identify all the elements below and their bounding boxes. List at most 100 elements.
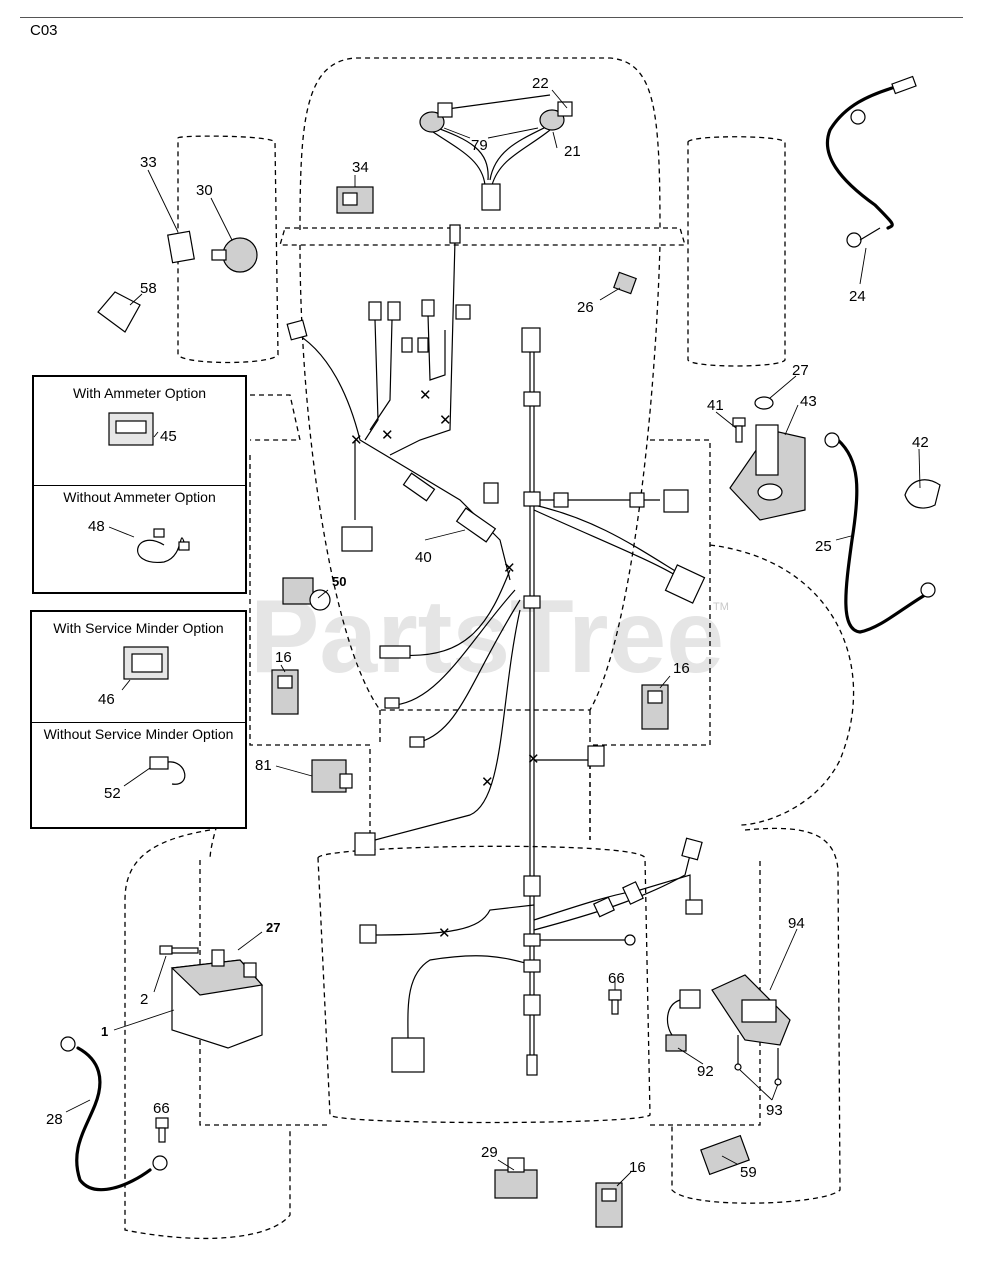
callout: 43 [800,393,817,410]
divider [32,722,245,723]
connector [523,491,541,507]
part-33-keys [167,230,195,264]
part-66-screw [608,989,622,1015]
callout: 94 [788,915,805,932]
callout: 16 [275,649,292,666]
part-26-fuse [613,271,637,295]
with-service-minder-title: With Service Minder Option [53,620,224,636]
connector [622,881,644,905]
callout: 26 [577,299,594,316]
part-29-seat-switch [494,1157,538,1199]
callout: 28 [46,1111,63,1128]
part-59-module [700,1134,750,1176]
callout: 52 [104,785,121,802]
part-24-cable [825,75,917,248]
svg-text:✕: ✕ [381,427,394,444]
headlight-harness [419,94,573,211]
with-ammeter-title: With Ammeter Option [72,385,207,401]
svg-text:✕: ✕ [350,432,363,449]
callouts: 22 79 21 34 33 30 58 26 24 27 41 43 42 2… [46,75,929,1181]
top-rule [20,17,963,18]
callout: 58 [140,280,157,297]
connector [359,924,377,944]
connector [587,745,605,767]
callout: 81 [255,757,272,774]
part-43-solenoid [729,396,806,521]
callout: 66 [608,970,625,987]
connector [286,319,308,341]
callout: 34 [352,159,369,176]
connector [449,224,461,244]
connector [455,507,497,543]
ammeter-option-box: With Ammeter Option 45 48 Without Ammete… [32,375,247,594]
callout: 79 [471,137,488,154]
callout: 92 [697,1063,714,1080]
callout: 24 [849,288,866,305]
connector [401,337,413,353]
connector [384,697,400,709]
part-41-bolt [732,417,746,443]
connector [523,959,541,973]
connector [523,875,541,897]
connector [685,899,703,915]
connector [455,304,471,320]
ring-terminal [624,934,636,946]
plug [391,1037,425,1073]
callout: 46 [98,691,115,708]
socket [437,102,453,118]
callout: 30 [196,182,213,199]
leader-lines [65,89,921,1187]
part-16-plunger-switch [641,684,669,730]
callout: 2 [140,991,148,1008]
connector [526,1054,538,1076]
callout: 27 [792,362,809,379]
connector [387,301,401,321]
watermark-tm: TM [713,601,729,613]
connector [664,564,706,604]
connector [421,299,435,317]
connector [379,645,411,659]
callout: 29 [481,1144,498,1161]
callout: 48 [88,518,105,535]
part-42-boot [904,479,941,509]
socket [557,101,573,117]
connector [553,492,569,508]
connector [629,492,645,508]
connector [483,482,499,504]
callout: 27 [266,920,280,935]
connector [523,595,541,609]
callout: 45 [160,428,177,445]
svg-text:✕: ✕ [438,925,451,942]
part-58-key-plate [97,291,141,333]
connector [354,832,376,856]
part-16-plunger-switch [271,669,299,715]
harness-connectors: ✕ ✕ ✕ ✕ ✕ ✕ ✕ ✕ [286,224,706,1076]
callout: 16 [673,660,690,677]
part-1-battery [170,949,264,1049]
callout: 1 [101,1024,108,1039]
connector [663,489,689,513]
svg-text:✕: ✕ [481,774,494,791]
part-93-screws [734,1035,782,1086]
part-34-switch [336,186,374,214]
without-ammeter-title: Without Ammeter Option [63,489,216,505]
divider [34,485,245,486]
part-28-cable [60,1036,168,1192]
main-harness [289,239,691,1060]
part-30-ignition-switch [211,237,258,273]
svg-text:✕: ✕ [439,412,452,429]
part-25-cable [824,432,936,634]
part-81-relay [311,759,353,793]
part-50-relay [282,577,331,611]
callout: 25 [815,538,832,555]
svg-text:✕: ✕ [419,387,432,404]
callout: 16 [629,1159,646,1176]
part-92-harness [665,989,701,1052]
callout: 40 [415,549,432,566]
callout: 66 [153,1100,170,1117]
ammeter-graphics: 45 48 [88,412,190,563]
svg-text:✕: ✕ [527,751,540,768]
connector [523,391,541,407]
connector [341,526,373,552]
